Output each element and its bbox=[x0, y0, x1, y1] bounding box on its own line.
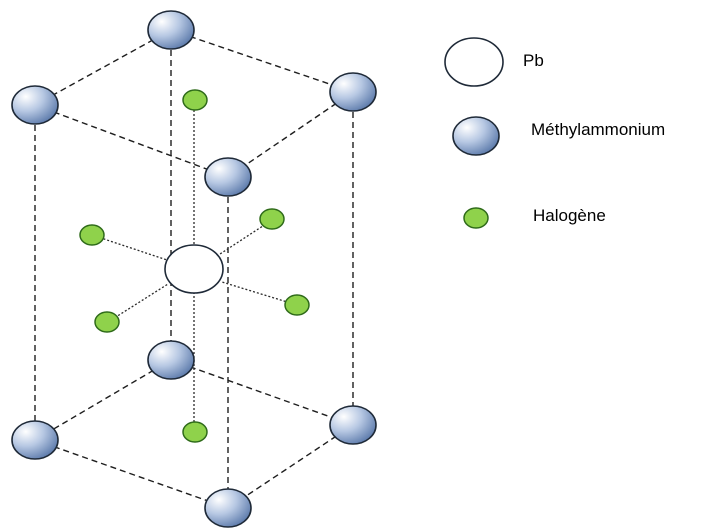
methylammonium-atoms bbox=[11, 10, 377, 528]
legend-symbols bbox=[444, 37, 504, 229]
edge-bottom-front-left bbox=[34, 439, 229, 509]
legend-methylammonium-symbol bbox=[452, 116, 500, 156]
halogen-atom-bottom bbox=[182, 421, 208, 443]
edge-bottom-back-left bbox=[34, 359, 172, 441]
methylammonium-atom-top-front bbox=[204, 157, 252, 197]
halogen-atom-top bbox=[182, 89, 208, 111]
legend-halogen-symbol bbox=[463, 207, 489, 229]
edge-top-back-right bbox=[170, 29, 354, 93]
bond-upper-left bbox=[91, 234, 168, 261]
edge-top-front-right bbox=[227, 91, 354, 178]
edge-top-back-left bbox=[34, 29, 172, 106]
edge-bottom-back-right bbox=[170, 359, 354, 426]
legend-pb-symbol bbox=[444, 37, 504, 87]
methylammonium-atom-bottom-front bbox=[204, 488, 252, 528]
methylammonium-atom-bottom-left bbox=[11, 420, 59, 460]
halogen-atom-upper-right bbox=[259, 208, 285, 230]
methylammonium-atom-top-left bbox=[11, 85, 59, 125]
halogen-atom-upper-left bbox=[79, 224, 105, 246]
halogen-atoms bbox=[79, 89, 310, 443]
legend-methylammonium-label: Méthylammonium bbox=[531, 120, 666, 139]
halogen-atom-lower-left bbox=[94, 311, 120, 333]
methylammonium-atom-top-back bbox=[147, 10, 195, 50]
legend-pb-label: Pb bbox=[523, 51, 544, 70]
pb-atom-center bbox=[164, 244, 224, 294]
halogen-atom-lower-right bbox=[284, 294, 310, 316]
edge-top-front-left bbox=[34, 104, 229, 178]
edge-bottom-front-right bbox=[227, 424, 354, 509]
cell-edges bbox=[34, 29, 354, 509]
methylammonium-atom-bottom-back bbox=[147, 340, 195, 380]
methylammonium-atom-bottom-right bbox=[329, 405, 377, 445]
methylammonium-atom-top-right bbox=[329, 72, 377, 112]
bond-lower-right bbox=[221, 281, 298, 306]
legend-halogen-label: Halogène bbox=[533, 206, 606, 225]
